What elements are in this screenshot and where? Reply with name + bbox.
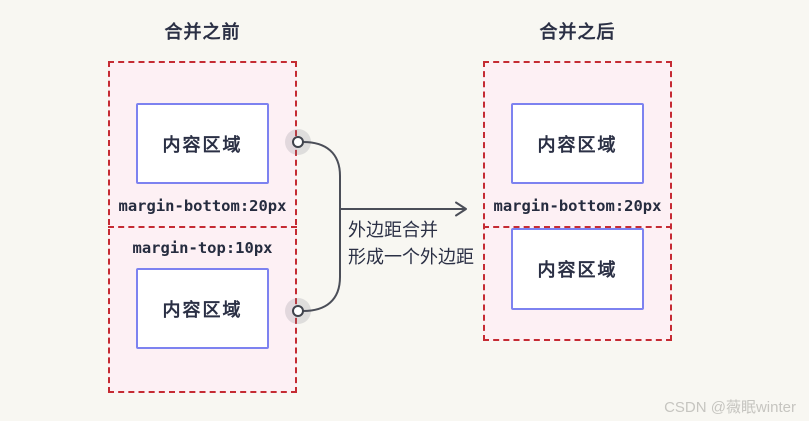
right-top-content-label: 内容区域 (537, 134, 618, 155)
left-top-content-label: 内容区域 (162, 134, 243, 155)
right-margin-box-divider (483, 226, 672, 228)
merge-annotation-line2: 形成一个外边距 (348, 247, 474, 267)
left-top-content-box: 内容区域 (136, 103, 269, 184)
connector-brace-curve (302, 141, 341, 312)
left-bottom-content-label: 内容区域 (162, 299, 243, 320)
csdn-watermark: CSDN @薇眠winter (664, 399, 796, 416)
merge-annotation: 外边距合并 形成一个外边距 (348, 217, 474, 271)
right-top-content-box: 内容区域 (511, 103, 644, 184)
right-margin-bottom-label: margin-bottom:20px (493, 197, 662, 215)
left-bottom-content-box: 内容区域 (136, 268, 269, 349)
merge-arrow-head-icon (455, 201, 467, 217)
right-bottom-content-box: 内容区域 (511, 228, 644, 310)
right-bottom-content-label: 内容区域 (537, 260, 618, 280)
left-margin-top-label: margin-top:10px (132, 239, 273, 257)
left-margin-bottom-label: margin-bottom:20px (118, 197, 287, 215)
left-panel-title: 合并之前 (164, 22, 241, 42)
merge-annotation-line1: 外边距合并 (348, 220, 438, 240)
right-panel-title: 合并之后 (539, 22, 616, 42)
left-margin-box-divider (108, 226, 297, 228)
